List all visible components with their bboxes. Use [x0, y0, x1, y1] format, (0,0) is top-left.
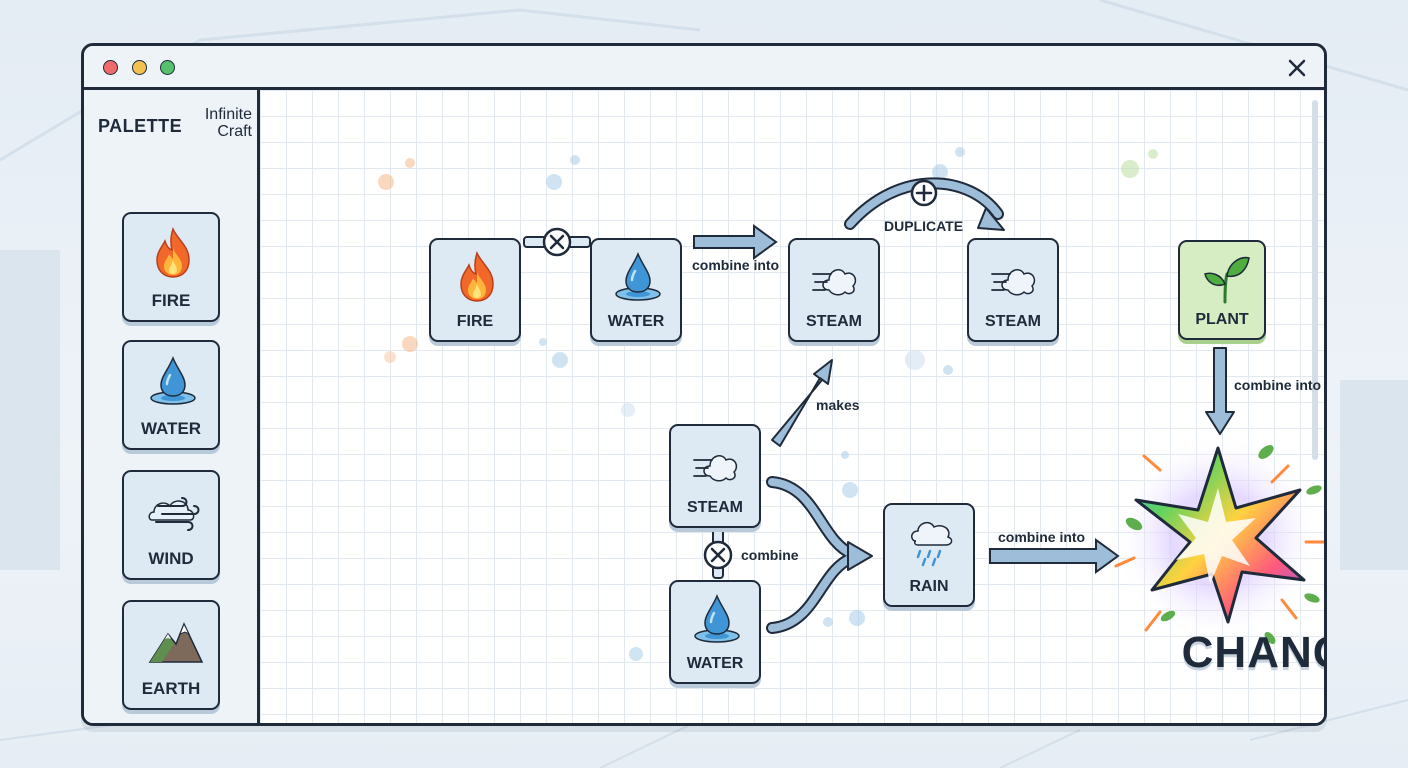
app-logo: Infinite Craft: [196, 106, 252, 140]
maximize-dot-icon[interactable]: [160, 60, 175, 75]
fire-icon: [460, 250, 494, 302]
palette-item-wind[interactable]: WIND: [122, 470, 220, 580]
craft-canvas[interactable]: FIRE WATER STEAM STEAM: [260, 90, 1324, 723]
flow-connectors: [378, 147, 1324, 661]
close-dot-icon[interactable]: [103, 60, 118, 75]
node-label: STEAM: [687, 499, 743, 516]
canvas-node-plant[interactable]: PLANT: [1178, 240, 1266, 340]
node-label: PLANT: [1195, 311, 1249, 328]
logo-line-1: Infinite: [204, 106, 252, 123]
palette-item-label: WIND: [148, 549, 194, 568]
close-icon[interactable]: [1284, 55, 1310, 81]
node-label: FIRE: [456, 313, 494, 330]
annotation-combine-into-rain: combine into: [998, 529, 1086, 545]
palette-item-fire[interactable]: FIRE: [122, 212, 220, 322]
plant-icon: [1204, 256, 1250, 304]
node-label: WATER: [607, 313, 665, 330]
node-label: RAIN: [909, 578, 949, 595]
canvas-node-fire[interactable]: FIRE: [429, 238, 521, 342]
app-window: PALETTE Infinite Craft FIRE WATER: [81, 43, 1327, 726]
canvas-node-steam-mid[interactable]: STEAM: [669, 424, 761, 528]
node-label: STEAM: [985, 313, 1041, 330]
title-bar: [84, 46, 1324, 90]
node-label: WATER: [686, 655, 744, 672]
palette-item-label: FIRE: [151, 291, 191, 310]
canvas-node-water-top[interactable]: WATER: [590, 238, 682, 342]
steam-icon: [693, 455, 738, 482]
particle-dots: [378, 147, 1158, 661]
palette-item-label: EARTH: [141, 679, 201, 698]
steam-icon: [812, 269, 857, 296]
annotation-makes: makes: [816, 397, 860, 413]
burst-star-icon: [1114, 434, 1324, 644]
annotation-combine-into: combine into: [692, 257, 780, 273]
steam-icon: [991, 269, 1036, 296]
wind-icon: [148, 497, 200, 531]
node-label: STEAM: [806, 313, 862, 330]
annotation-duplicate: DUPLICATE: [884, 218, 964, 234]
mountain-icon: [148, 622, 204, 663]
canvas-node-rain[interactable]: RAIN: [883, 503, 975, 607]
logo-line-2: Craft: [217, 123, 252, 140]
water-drop-icon: [150, 356, 196, 405]
canvas-scrollbar[interactable]: [1312, 100, 1318, 460]
canvas-node-steam-copy[interactable]: STEAM: [967, 238, 1059, 342]
annotation-combine: combine: [741, 547, 799, 563]
palette-item-water[interactable]: WATER: [122, 340, 220, 450]
canvas-node-steam-top[interactable]: STEAM: [788, 238, 880, 342]
rain-cloud-icon: [911, 521, 953, 567]
palette-sidebar: PALETTE Infinite Craft FIRE WATER: [84, 90, 260, 723]
water-drop-icon: [694, 594, 740, 643]
water-drop-icon: [615, 252, 661, 301]
fire-icon: [156, 226, 190, 278]
palette-title: PALETTE: [98, 116, 183, 136]
canvas-node-water-bottom[interactable]: WATER: [669, 580, 761, 684]
palette-item-earth[interactable]: EARTH: [122, 600, 220, 710]
minimize-dot-icon[interactable]: [132, 60, 147, 75]
result-label-change: CHANGE: [1181, 628, 1324, 677]
palette-item-label: WATER: [140, 419, 202, 438]
annotation-combine-into-plant: combine into: [1234, 377, 1322, 393]
